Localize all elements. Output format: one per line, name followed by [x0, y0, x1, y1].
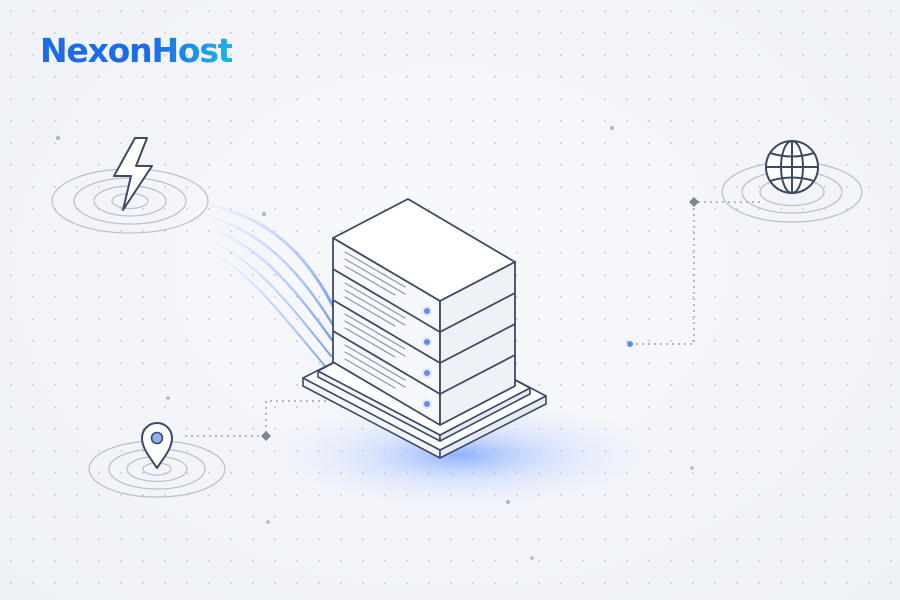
- server-rack: [332, 198, 516, 426]
- server-vents: [344, 251, 406, 389]
- server-status-leds: [422, 306, 432, 409]
- brand-name-part2: Host: [151, 31, 233, 70]
- server-glow: [260, 400, 660, 510]
- data-stream: [198, 201, 337, 373]
- globe-icon: [765, 140, 819, 194]
- brand-name-part1: Nexon: [40, 31, 153, 70]
- connector-lines: [185, 201, 762, 437]
- lightning-bolt-icon: [113, 137, 153, 211]
- location-pin-icon: [141, 422, 173, 469]
- brand-logo: NexonHost: [40, 31, 234, 70]
